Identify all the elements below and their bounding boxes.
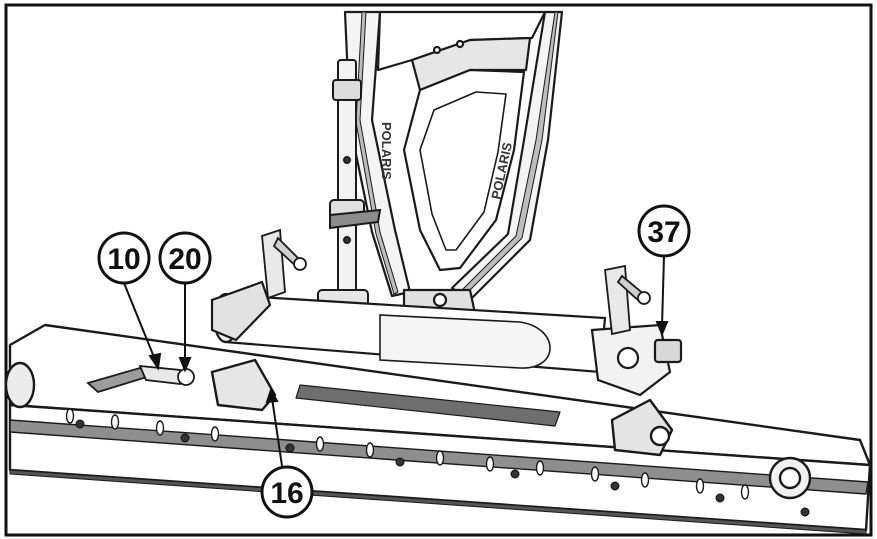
- callout-10: 10: [97, 231, 151, 285]
- callout-10-label: 10: [107, 243, 140, 276]
- latch-right: [604, 264, 651, 336]
- callout-37: 37: [637, 204, 691, 258]
- rail-holes: [65, 408, 750, 500]
- leader-37: [661, 255, 665, 327]
- frame-text-left: POLARIS: [379, 122, 394, 180]
- arrow-37: [655, 321, 669, 337]
- leader-lines: [123, 255, 669, 467]
- arrow-20: [178, 357, 192, 373]
- callout-20-label: 20: [168, 243, 201, 276]
- leader-10: [123, 282, 157, 363]
- latch-left: [261, 228, 307, 300]
- callout-20: 20: [158, 231, 212, 285]
- a-frame: [343, 10, 564, 337]
- cross-tube: [210, 280, 683, 397]
- callout-37-label: 37: [647, 216, 680, 249]
- arrow-10: [148, 352, 162, 371]
- diagram-border: [4, 3, 873, 537]
- rail-bolts: [75, 419, 810, 517]
- callout-16: 16: [260, 465, 314, 519]
- leader-16: [271, 397, 283, 467]
- arrow-16: [265, 387, 279, 404]
- callout-16-label: 16: [270, 477, 303, 510]
- pin-assembly: [86, 364, 195, 394]
